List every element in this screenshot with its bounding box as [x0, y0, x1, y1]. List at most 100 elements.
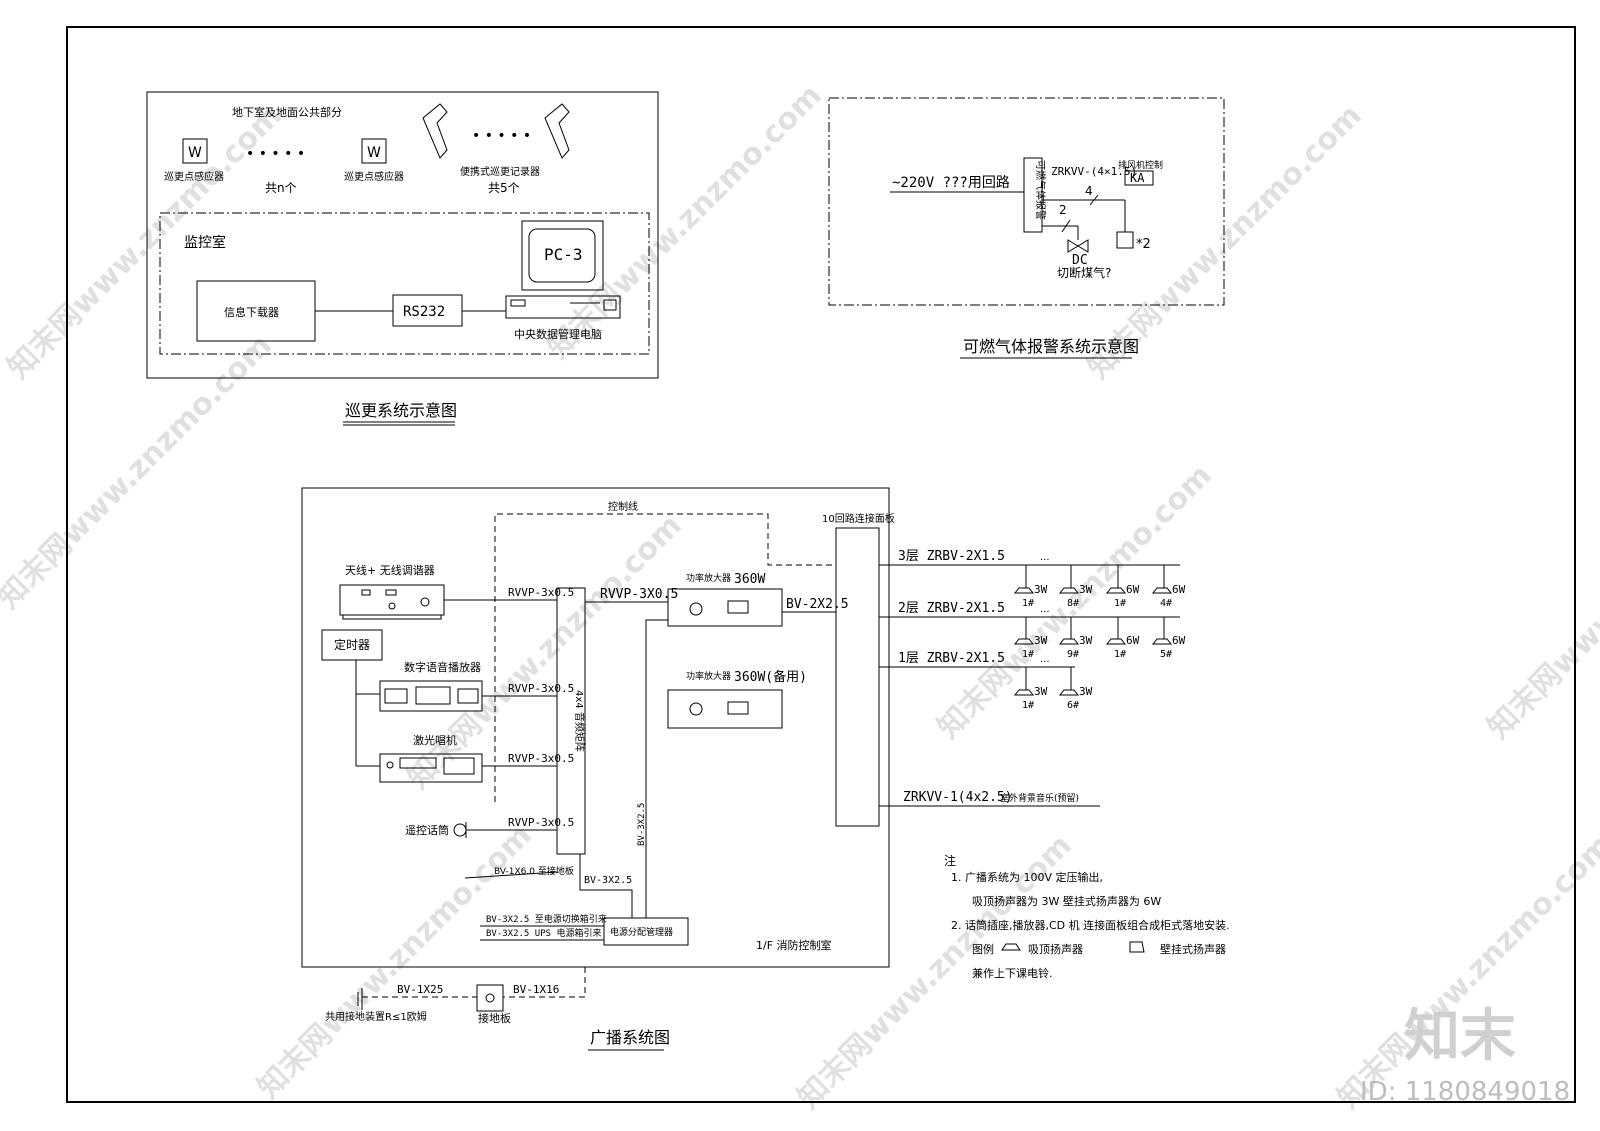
downloader-label: 信息下载器 [224, 305, 279, 319]
speaker-power: 3W [1079, 685, 1093, 698]
sensor-label: 巡更点感应器 [344, 170, 404, 183]
bv3x25-label: BV-3X2.5 [584, 875, 632, 886]
cut-gas-label: 切断煤气? [1057, 265, 1111, 280]
speaker-icon [1105, 587, 1127, 594]
gas-cable: ZRKVV-(4×1.5) [1051, 165, 1137, 178]
speaker-power: 3W [1034, 583, 1048, 596]
cd-player-box [379, 753, 483, 783]
sensor-dots: • • • • • [246, 146, 305, 162]
broadcast-caption: 广播系统图 [590, 1028, 670, 1047]
wire-count-2: 2 [1059, 203, 1067, 217]
rvvp-label: RVVP-3x0.5 [508, 816, 574, 829]
speaker-power: 3W [1034, 685, 1048, 698]
main-power-label: BV-3X2.5 至电源切换箱引来 [486, 913, 607, 925]
speaker-icon [1013, 689, 1035, 696]
gas-detector-icon [1116, 231, 1134, 249]
bv1x25-label: BV-1X25 [397, 983, 443, 996]
relay-box [1124, 170, 1154, 186]
speaker-power: 6W [1172, 634, 1186, 647]
note-2b-ceiling: 吸顶扬声器 [1028, 942, 1083, 956]
wire-count-4: 4 [1085, 184, 1093, 198]
speaker-number: 1# [1114, 649, 1126, 660]
speaker-icon [1058, 638, 1080, 645]
floor2-label: 2层 ZRBV-2X1.5 [898, 601, 1005, 616]
note-2a: 2. 话筒插座,播放器,CD 机 连接面板组合成柜式落地安装. [951, 918, 1230, 932]
note-1b: 吸顶扬声器为 3W 壁挂式扬声器为 6W [972, 894, 1161, 908]
gas-supply: ~220V ???用回路 [892, 175, 1010, 191]
gas-controller-box [1023, 157, 1043, 233]
speaker-number: 1# [1022, 700, 1034, 711]
rvvp-label: RVVP-3x0.5 [508, 682, 574, 695]
sensor-glyph: W [367, 145, 381, 161]
rs232-label: RS232 [403, 304, 445, 320]
drawing-frame [66, 26, 1576, 1103]
gas-controller-label: 可燃气体报警 [1034, 160, 1047, 220]
bv-out-label: BV-2X2.5 [786, 597, 849, 612]
earth-board-label: 接地板 [478, 1011, 511, 1025]
recorder-dots: • • • • • [472, 128, 531, 144]
note-2c: 兼作上下课电铃. [972, 966, 1053, 980]
speaker-power: 6W [1126, 634, 1140, 647]
recorder-icon [544, 103, 570, 159]
brand-logo: 知末 [1404, 1004, 1516, 1069]
patrol-system: 地下室及地面公共部分 W 巡更点感应器 • • • • • 共n个 W 巡更点感… [146, 91, 659, 426]
bv3x25-vertical: BV-3X2.5 [637, 803, 647, 846]
pc-label: PC-3 [544, 245, 583, 264]
watermark-text: 知末网www.znzmo.com [251, 818, 539, 1106]
valve-label: DC [1072, 253, 1088, 268]
ground-wire-label: BV-1X6.0 至接地板 [494, 865, 574, 877]
power-manager-label: 电源分配管理器 [610, 926, 673, 938]
monitor-room-frame [159, 212, 650, 355]
speaker-number: 1# [1022, 598, 1034, 609]
sensor-box [182, 138, 208, 164]
monitor-room-label: 监控室 [184, 234, 226, 251]
remote-mic-label: 遥控话筒 [405, 823, 449, 837]
wall-speaker-icon [1129, 941, 1145, 953]
broadcast-frame [301, 487, 890, 968]
speaker-power: 6W [1126, 583, 1140, 596]
gas-caption: 可燃气体报警系统示意图 [963, 337, 1139, 356]
broadcast-system: 控制线 天线+ 无线调谐器 定时器 数字语音播放器 激光唱机 遥控话筒 [301, 487, 1186, 1051]
matrix-box [556, 587, 586, 855]
rvvp-label: RVVP-3x0.5 [508, 586, 574, 599]
brand-id: ID: 1180849018 [1360, 1077, 1570, 1107]
patrol-caption: 巡更系统示意图 [345, 401, 457, 420]
recorder-count: 共5个 [488, 181, 520, 195]
watermark-text: 知末网www.znzmo.com [0, 328, 279, 616]
speaker-power: 3W [1034, 634, 1048, 647]
timer-label: 定时器 [334, 637, 370, 652]
floor1-label: 1层 ZRBV-2X1.5 [898, 651, 1005, 666]
earth-board-box [476, 984, 504, 1012]
notes: 注 1. 广播系统为 100V 定压输出, 吸顶扬声器为 3W 壁挂式扬声器为 … [944, 853, 1230, 980]
timer-box [321, 629, 383, 661]
digital-player-label: 数字语音播放器 [404, 660, 481, 674]
amp1-power: 360W [734, 572, 765, 587]
speaker-icon [1013, 638, 1035, 645]
notes-title: 注 [944, 853, 956, 868]
outdoor-cable-label: ZRKVV-1(4x2.5) [903, 790, 1013, 805]
patrol-frame [146, 91, 659, 379]
rvvp-main-label: RVVP-3X0.5 [600, 587, 678, 602]
gas-alarm-system: ~220V ???用回路 可燃气体报警 ZRKVV-(4×1.5) 排风机控制 … [828, 97, 1225, 359]
ups-power-label: BV-3X2.5 UPS 电源箱引来 [486, 927, 601, 939]
speaker-icon [1151, 587, 1173, 594]
speaker-icon [1013, 587, 1035, 594]
computer-icon: PC-3 [505, 220, 621, 319]
speaker-row-2: 3W 1# 3W 9# 6W 1# 6W 5# [1013, 617, 1186, 660]
ellipsis: ··· [1040, 607, 1050, 618]
control-line-label: 控制线 [608, 500, 638, 513]
power-manager-box [603, 917, 689, 946]
speaker-power: 6W [1172, 583, 1186, 596]
connection-panel [835, 527, 880, 827]
bv1x16-label: BV-1X16 [513, 983, 559, 996]
tuner-label: 天线+ 无线调谐器 [345, 563, 435, 577]
room-label: 1/F 消防控制室 [756, 938, 832, 952]
amp2-name: 功率放大器 [686, 670, 731, 682]
speaker-icon [1151, 638, 1173, 645]
panel-label: 10回路连接面板 [822, 512, 895, 525]
watermark-text: 知末网www.znzmo.com [1481, 458, 1600, 746]
speaker-power: 3W [1079, 583, 1093, 596]
speaker-row-1: 3W 1# 3W 6# [1013, 667, 1093, 711]
amp1-box [667, 588, 783, 627]
speaker-icon [1058, 587, 1080, 594]
